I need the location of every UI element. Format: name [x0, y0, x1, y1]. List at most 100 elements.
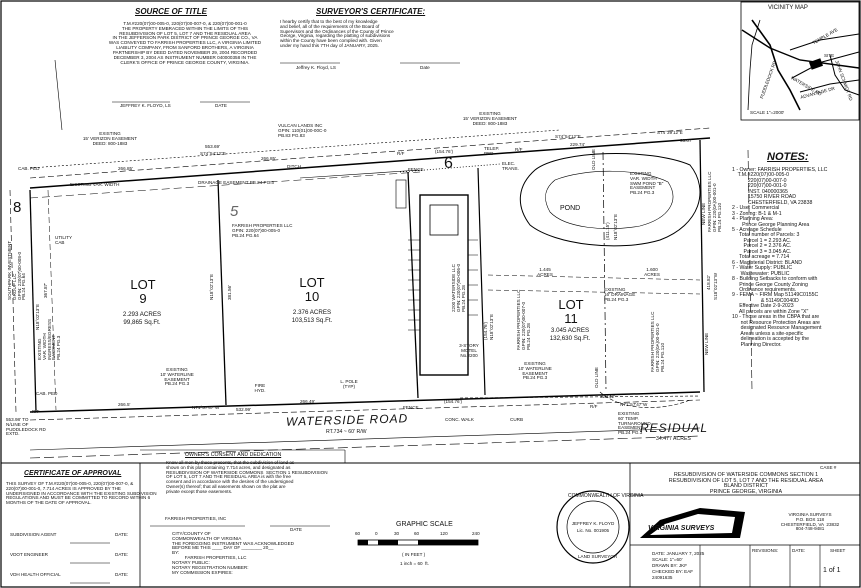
ingress-easement-label: EXISTING VAR. WIDTH INGRESS/EGRESS EASEM… [37, 318, 62, 360]
old-line-bottom: OLD LINE [594, 367, 599, 388]
note-line: Parcel 2 = 2.376 AC. [732, 243, 792, 250]
lot-9-acres: 2.293 ACRES [122, 311, 162, 318]
graphic-scale-bar [357, 539, 479, 546]
farrish-7-label: FARRISH PROPERTIES LLC GPIN: 220(07)00-0… [516, 289, 531, 350]
lot-10-label: LOT 10 [299, 275, 325, 304]
vicinity-site: SITE [824, 53, 835, 58]
dim-label: N71°57'47"W [192, 405, 220, 410]
scale-tick: 60 [355, 531, 361, 536]
vicinity-map-scale: SCALE 1"=2000' [750, 110, 785, 115]
scale-tick: 60 [414, 531, 420, 536]
ditch-label: DITCH [287, 164, 302, 169]
new-line-top: NEW LINE [701, 202, 706, 225]
easement-verizon-right: EXISTING 15' VERIZON EASEMENT DEED: 800-… [462, 111, 518, 126]
note-line: & 51149C0040D [732, 297, 799, 304]
note-line: delineation is accepted by the [732, 336, 809, 343]
note-line: Parcel 3 = 3.045 AC. [732, 248, 792, 255]
scale-tick: 30 [394, 531, 400, 536]
certificate-approval-body: THIS SURVEY OF T.M.#220(07)00-005-0, 220… [6, 481, 157, 506]
lot-11-sqft: 132,630 Sq.Ft. [549, 335, 591, 342]
title-date: DATE: JANUARY 7, 2025 [652, 551, 705, 556]
rf-3: R/F [32, 409, 40, 414]
company-name: VIRGINIA SURVEYS [648, 525, 715, 532]
vulcan-label: VULCAN LANDS INC GPIN: 110(01)00-00C-0 P… [278, 123, 327, 138]
owners-consent-date: DATE [290, 527, 302, 532]
fence-bottom-label: FENCE [403, 405, 419, 410]
route-label: RT.734 ~ 60' R/W [326, 429, 367, 435]
cab-ped-top: CAB. PED [18, 166, 40, 171]
southpark-label: SOUTHPARK INVESTMENT GROUP LLC GPIN: 220… [7, 240, 27, 300]
source-of-title-heading: SOURCE OF TITLE [135, 7, 207, 16]
lot-6-label: 6 [444, 155, 453, 172]
farrish-5-label: FARRISH PROPERTIES LLC GPIN: 220(07)00-0… [232, 223, 293, 238]
pond-outline [519, 153, 701, 247]
pond-label: POND [560, 205, 581, 212]
note-line: 15750 RIVER ROAD [732, 194, 797, 201]
dim-label: N18°02'13"E [489, 313, 494, 340]
waterside-llc-label: 2200 WATERSIDE LLC GPIN: 220(07)00-006-0… [451, 263, 466, 312]
lot-9-label: LOT 9 [130, 277, 156, 306]
note-line: INST. 040000365 [732, 188, 788, 195]
note-line: 10 - Those areas in the CBPA that are [732, 314, 820, 321]
owners-consent-body: Know all men by these presents, that the… [166, 460, 328, 494]
farrish-1-top-label: FARRISH PROPERTIES LLC GPIN: 220(0A)00-0… [707, 171, 722, 232]
vicinity-map-title: VICINITY MAP [768, 5, 808, 11]
surveyor-certificate-body: I hearby certify that to the best of my … [280, 19, 394, 49]
surveyor-seal [556, 490, 630, 564]
lot-5-label: 5 [230, 203, 239, 220]
source-of-title-date: DATE [215, 103, 227, 108]
lot-10-sqft: 103,513 Sq.Ft. [291, 317, 333, 324]
signature-subdivision-agent: SUBDIVISION AGENT [10, 532, 57, 537]
sheet-label: SHEET [830, 548, 846, 553]
light-pole-label: L. POLE (TYP) [340, 379, 358, 389]
seal-name: JEFFREY K. FLOYD [571, 521, 615, 526]
old-line-top: OLD LINE [591, 149, 596, 170]
dim-label: 367.87' [43, 283, 48, 298]
graphic-scale-title: GRAPHIC SCALE [396, 521, 453, 528]
curb-label: CURB [510, 417, 524, 422]
notes-list: 1 - Owner: FARRISH PROPERTIES, LLC T.M.#… [732, 167, 858, 348]
dim-label: N18°02'13"E [613, 213, 618, 240]
site-marker [808, 58, 824, 70]
dim-label: (411.15') [605, 222, 610, 240]
note-line: Prince George Planning Area [732, 221, 810, 228]
scale-tick: 0 [375, 531, 378, 536]
signature-date: DATE: [115, 552, 129, 557]
note-line: Total number of Parcels: 3 [732, 232, 800, 239]
bottom-panels [1, 62, 860, 587]
plan-linework [9, 59, 753, 459]
dim-label: N18°02'13"E [209, 273, 214, 300]
owners-consent-ack: CITY/COUNTY OF COMMONWEALTH OF VIRGINIA … [172, 531, 294, 575]
rf-2: R/F [515, 147, 523, 152]
note-line: 220(07)00-007-0 [732, 177, 787, 184]
dim-label: S74°54'12"E [555, 134, 581, 139]
dim-label: (154.76') [435, 149, 453, 154]
surveyor-certificate-date: Date [420, 65, 430, 70]
title-drawn: DRAWN BY: JKF [652, 563, 688, 568]
note-line: Areas unless a site-specific [732, 330, 804, 337]
elec-trans-label: ELEC. TRANS. [502, 161, 519, 171]
acres-1600: 1.600 ACRES [644, 267, 660, 277]
note-line: 8 - Building Setbacks to conform with [732, 276, 818, 283]
title-job: 24091635 [652, 575, 673, 580]
fire-hydrant-label: FIRE HYD. [254, 383, 266, 393]
lot-11-label: LOT 11 [558, 297, 584, 326]
notes-heading: NOTES: [767, 151, 809, 163]
seal-top: COMMONWEALTH OF VIRGINIA [568, 493, 644, 499]
dim-label: N71°57'47"W [620, 402, 648, 407]
var-width-label: EXISTING VAR. WIDTH [70, 182, 120, 187]
source-of-title-body: T.M.#220(07)00-005-0, 220(07)00-007-0, &… [108, 21, 262, 65]
dim-label: 266.5' [118, 402, 131, 407]
note-line: Planning Director. [732, 341, 782, 348]
note-line: Ordinance requirements. [732, 286, 797, 293]
lot-9-sqft: 99,865 Sq.Ft. [123, 319, 161, 326]
title-checked: CHECKED BY: EAF [652, 569, 694, 574]
dim-label: 266.85' [261, 156, 276, 161]
fence-top-label: FENCE [408, 167, 424, 172]
farrish-1-label: FARRISH PROPERTIES LLC GPIN: 220(0A)00-0… [650, 311, 665, 372]
turnaround-label: EXISTING 60' TEMP. TURNAROUND EASEMENT P… [618, 411, 651, 436]
note-line: CHESTERFIELD, VA 23838 [732, 199, 813, 206]
virginia-surveys-logo [640, 508, 745, 538]
signature-vdot: VDOT ENGINEER [10, 552, 48, 557]
